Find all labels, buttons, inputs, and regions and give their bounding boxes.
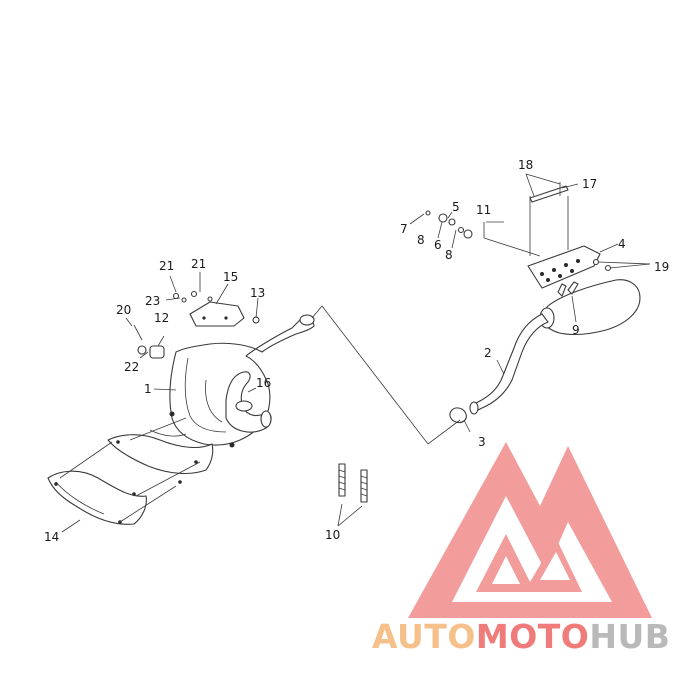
silencer	[469, 279, 641, 415]
watermark-logo: AUTOMOTOHUB	[372, 442, 670, 656]
callout-22: 22	[124, 360, 139, 374]
springs	[338, 463, 368, 503]
callout-18: 18	[518, 158, 533, 172]
callout-21-a: 21	[159, 259, 174, 273]
callout-13: 13	[250, 286, 265, 300]
watermark-wordmark: AUTOMOTOHUB	[372, 617, 670, 656]
inner-pipe	[225, 371, 272, 433]
chamber-bracket	[189, 301, 245, 327]
callout-1: 1	[144, 382, 152, 396]
callout-12: 12	[154, 311, 169, 325]
connection-lines	[59, 182, 569, 523]
callout-5: 5	[452, 200, 460, 214]
small-hardware-left	[133, 290, 260, 359]
callout-10: 10	[325, 528, 340, 542]
callout-15: 15	[223, 270, 238, 284]
callout-8-b: 8	[445, 248, 453, 262]
silencer-bracket	[527, 245, 601, 289]
callout-3: 3	[478, 435, 486, 449]
callout-16: 16	[256, 376, 271, 390]
watermark-part-auto: AUTO	[372, 617, 476, 656]
callout-7: 7	[400, 222, 408, 236]
heat-shield-rear	[107, 429, 214, 484]
pipe-clamp	[449, 407, 467, 424]
callout-17: 17	[582, 177, 597, 191]
callout-21-b: 21	[191, 257, 206, 271]
callout-14: 14	[44, 530, 59, 544]
callout-9: 9	[572, 323, 580, 337]
callout-23: 23	[145, 294, 160, 308]
leader-lines	[61, 173, 651, 533]
callout-20: 20	[116, 303, 131, 317]
small-hardware-right	[425, 185, 612, 272]
callout-19: 19	[654, 260, 669, 274]
callout-labels: 1 2 3 4 5 6 7 8 8 9 10 11 12 13 14 15 16…	[44, 158, 669, 544]
callout-2: 2	[484, 346, 492, 360]
callout-6: 6	[434, 238, 442, 252]
callout-4: 4	[618, 237, 626, 251]
watermark-part-moto: MOTO	[476, 617, 589, 656]
callout-8-a: 8	[417, 233, 425, 247]
watermark-mountain-icon	[408, 442, 652, 618]
callout-11: 11	[476, 203, 491, 217]
heat-shield-front	[47, 470, 147, 525]
watermark-part-hub: HUB	[589, 617, 670, 656]
